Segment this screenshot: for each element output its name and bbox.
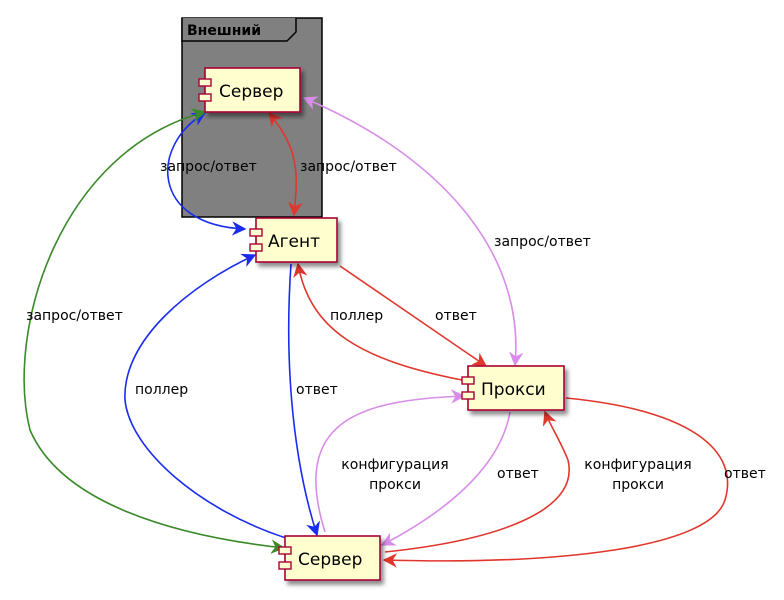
component-server-external: Сервер xyxy=(198,67,301,113)
component-port-icon xyxy=(461,391,475,400)
package-label: Внешний xyxy=(187,23,261,39)
component-server-main: Сервер xyxy=(278,535,381,581)
label-server-proxy-config-line2: прокси xyxy=(369,477,421,493)
package-tab xyxy=(181,18,297,42)
label-server-proxy-config-red-line2: прокси xyxy=(612,477,664,493)
component-label: Агент xyxy=(268,232,320,252)
connector-agent-server-answer xyxy=(287,263,320,537)
component-port-icon xyxy=(198,93,212,102)
component-box xyxy=(467,365,565,411)
label-agent-proxy-answer: ответ xyxy=(435,308,477,324)
component-label: Прокси xyxy=(481,380,546,400)
connector-proxy-server-answer-violet xyxy=(380,411,511,546)
connector-proxy-server-answer-red xyxy=(382,397,729,568)
label-proxy-agent-poller: поллер xyxy=(330,308,383,324)
label-ext-agent-blue: запрос/ответ xyxy=(160,159,257,175)
package-frame xyxy=(181,17,323,218)
component-label: Сервер xyxy=(219,82,283,102)
component-port-icon xyxy=(249,243,263,252)
component-agent: Агент xyxy=(249,217,338,263)
label-proxy-server-answer-violet: ответ xyxy=(497,466,539,482)
connector-server-proxy-config-violet xyxy=(315,389,466,533)
package-external: Внешний xyxy=(181,17,323,218)
label-ext-server-green: запрос/ответ xyxy=(26,308,123,324)
label-server-agent-poller: поллер xyxy=(135,382,188,398)
connector-server-agent-poller xyxy=(124,253,287,539)
connectors xyxy=(23,96,729,568)
component-port-icon xyxy=(198,78,212,87)
component-port-icon xyxy=(461,376,475,385)
component-proxy: Прокси xyxy=(461,365,565,411)
label-proxy-server-answer-red: ответ xyxy=(724,466,766,482)
component-box xyxy=(255,217,338,263)
component-port-icon xyxy=(278,546,292,555)
label-server-proxy-config-red-line1: конфигурация xyxy=(584,457,691,473)
label-agent-server-answer: ответ xyxy=(296,382,338,398)
edge-labels: запрос/ответ запрос/ответ запрос/ответ з… xyxy=(26,159,766,493)
component-port-icon xyxy=(249,228,263,237)
component-box xyxy=(204,67,301,113)
connector-ext-proxy-violet xyxy=(302,96,524,367)
component-port-icon xyxy=(278,561,292,570)
label-ext-proxy-violet: запрос/ответ xyxy=(494,234,591,250)
label-ext-agent-red: запрос/ответ xyxy=(300,159,397,175)
label-server-proxy-config-line1: конфигурация xyxy=(341,457,448,473)
connector-server-proxy-config-red xyxy=(384,410,570,553)
connector-proxy-agent-poller xyxy=(293,262,463,381)
connector-ext-server-green xyxy=(23,108,286,554)
component-label: Сервер xyxy=(298,550,362,570)
component-box xyxy=(284,535,381,581)
connector-agent-proxy-answer xyxy=(339,265,488,367)
